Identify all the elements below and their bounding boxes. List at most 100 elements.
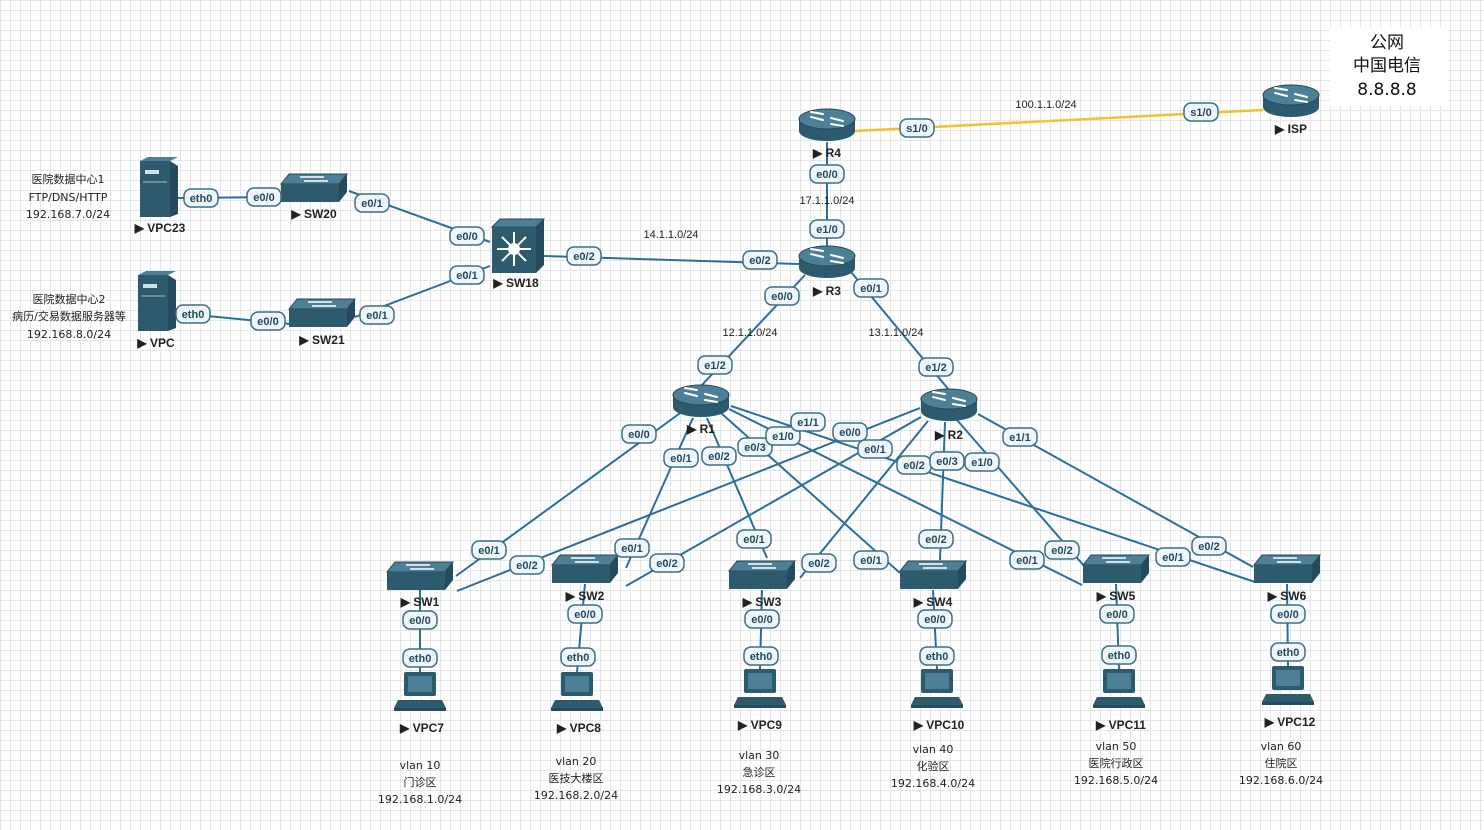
port-sw20-e01[interactable]: e0/1 [354,193,390,213]
port-sw1-e01[interactable]: e0/1 [471,540,507,560]
port-r4-e00[interactable]: e0/0 [809,164,845,184]
device-vpc9[interactable]: ▶ VPC9 [734,669,786,732]
port-sw3-e02[interactable]: e0/2 [801,553,837,573]
play-icon: ▶ [1267,589,1281,603]
port-badge [1183,102,1219,122]
port-vpc11-eth0[interactable]: eth0 [1101,645,1137,665]
port-sw2-e01[interactable]: e0/1 [614,538,650,558]
port-r1-e02[interactable]: e0/2 [701,446,737,466]
device-r2[interactable]: ▶ R2 [920,388,978,442]
play-icon: ▶ [1096,589,1110,603]
switch-top [287,298,357,310]
port-sw6-e01[interactable]: e0/1 [1155,547,1191,567]
port-badge [765,426,801,446]
port-r1-e11[interactable]: e1/1 [790,412,826,432]
port-label: e0/1 [1162,552,1183,564]
port-sw5-e02[interactable]: e0/2 [1044,540,1080,560]
port-sw4-e00[interactable]: e0/0 [917,609,953,629]
port-vpc12-eth0[interactable]: eth0 [1270,642,1306,662]
port-badge [1270,642,1306,662]
port-sw2-e00[interactable]: e0/0 [567,604,603,624]
port-sw3-e01[interactable]: e0/1 [736,529,772,549]
device-name: SW4 [926,595,952,609]
port-sw20-e00[interactable]: e0/0 [246,187,282,207]
datacenter-1-note: 医院数据中心1 FTP/DNS/HTTP 192.168.7.0/24 [26,172,110,221]
device-name: SW18 [506,276,539,290]
device-vpc[interactable]: ▶ VPC [136,271,176,350]
device-vpc23[interactable]: ▶ VPC23 [134,157,186,235]
port-sw6-e02[interactable]: e0/2 [1191,536,1227,556]
port-r2-e01[interactable]: e0/1 [857,439,893,459]
port-vpc23-eth0[interactable]: eth0 [183,188,219,208]
port-vpc9-eth0[interactable]: eth0 [743,646,779,666]
port-sw4-e02[interactable]: e0/2 [918,529,954,549]
device-label-r3: ▶ R3 [812,284,841,298]
port-r3-e10[interactable]: e1/0 [809,219,845,239]
port-r1-e01[interactable]: e0/1 [663,448,699,468]
port-r1-e10[interactable]: e1/0 [765,426,801,446]
device-isp[interactable]: ▶ ISP [1262,84,1320,136]
port-vpc10-eth0[interactable]: eth0 [919,646,955,666]
device-name: VPC11 [1109,718,1147,732]
port-sw2-e02[interactable]: e0/2 [649,553,685,573]
port-label: e0/0 [751,614,772,626]
port-sw1-e00[interactable]: e0/0 [402,610,438,630]
device-vpc10[interactable]: ▶ VPC10 [911,669,965,732]
device-sw5[interactable]: ▶ SW5 [1081,554,1151,603]
router-arrow [810,248,824,252]
port-badge [899,118,935,138]
device-vpc12[interactable]: ▶ VPC12 [1262,666,1316,729]
port-vpc8-eth0[interactable]: eth0 [560,647,596,667]
port-sw18-e00[interactable]: e0/0 [449,226,485,246]
port-sw21-e00[interactable]: e0/0 [250,311,286,331]
isp-note-line1: 公网 [1370,33,1404,53]
pc-screen [1276,670,1300,686]
port-r4-s10[interactable]: s1/0 [899,118,935,138]
device-vpc11[interactable]: ▶ VPC11 [1093,669,1146,732]
port-r2-e00[interactable]: e0/0 [832,422,868,442]
port-r3-e02[interactable]: e0/2 [742,250,778,270]
device-r3[interactable]: ▶ R3 [798,245,856,298]
device-vpc7[interactable]: ▶ VPC7 [394,672,446,735]
device-sw18[interactable]: ▶ SW18 [490,218,546,290]
port-r3-e01[interactable]: e0/1 [853,278,889,298]
device-sw6[interactable]: ▶ SW6 [1252,554,1322,603]
port-r1-e12[interactable]: e1/2 [697,355,733,375]
port-r3-e00[interactable]: e0/0 [764,286,800,306]
pc-keyboard [1262,694,1314,702]
port-r1-e03[interactable]: e0/3 [737,437,773,457]
play-icon: ▶ [686,422,700,436]
port-sw3-e00[interactable]: e0/0 [744,609,780,629]
device-vpc8[interactable]: ▶ VPC8 [551,672,603,735]
port-sw5-e01[interactable]: e0/1 [1009,550,1045,570]
port-r1-e00[interactable]: e0/0 [621,424,657,444]
device-r1[interactable]: ▶ R1 [672,384,730,436]
device-sw1[interactable]: ▶ SW1 [385,561,455,609]
port-sw18-e02[interactable]: e0/2 [566,246,602,266]
port-r2-e11[interactable]: e1/1 [1002,427,1038,447]
device-sw20[interactable]: ▶ SW20 [279,173,349,221]
device-label-vpc12: ▶ VPC12 [1264,715,1316,729]
port-vpc-eth0[interactable]: eth0 [175,304,211,324]
port-sw21-e01[interactable]: e0/1 [359,305,395,325]
device-sw4[interactable]: ▶ SW4 [898,560,968,609]
port-sw5-e00[interactable]: e0/0 [1099,604,1135,624]
pc-base [911,705,963,708]
port-r2-e12[interactable]: e1/2 [918,357,954,377]
device-sw3[interactable]: ▶ SW3 [727,560,797,609]
port-r2-e10[interactable]: e1/0 [964,452,1000,472]
port-badge [701,446,737,466]
network-label-r4-isp: 100.1.1.0/24 [1015,99,1076,111]
port-isp-s10[interactable]: s1/0 [1183,102,1219,122]
device-r4[interactable]: ▶ R4 [798,108,856,160]
port-vpc7-eth0[interactable]: eth0 [402,648,438,668]
port-sw1-e02[interactable]: e0/2 [509,555,545,575]
port-sw18-e01[interactable]: e0/1 [449,265,485,285]
port-label: e0/2 [749,255,770,267]
device-sw21[interactable]: ▶ SW21 [287,298,357,347]
port-sw4-e01[interactable]: e0/1 [853,550,889,570]
device-sw2[interactable]: ▶ SW2 [550,554,620,603]
port-sw6-e00[interactable]: e0/0 [1270,604,1306,624]
port-r2-e02[interactable]: e0/2 [896,455,932,475]
port-r2-e03[interactable]: e0/3 [929,451,965,471]
